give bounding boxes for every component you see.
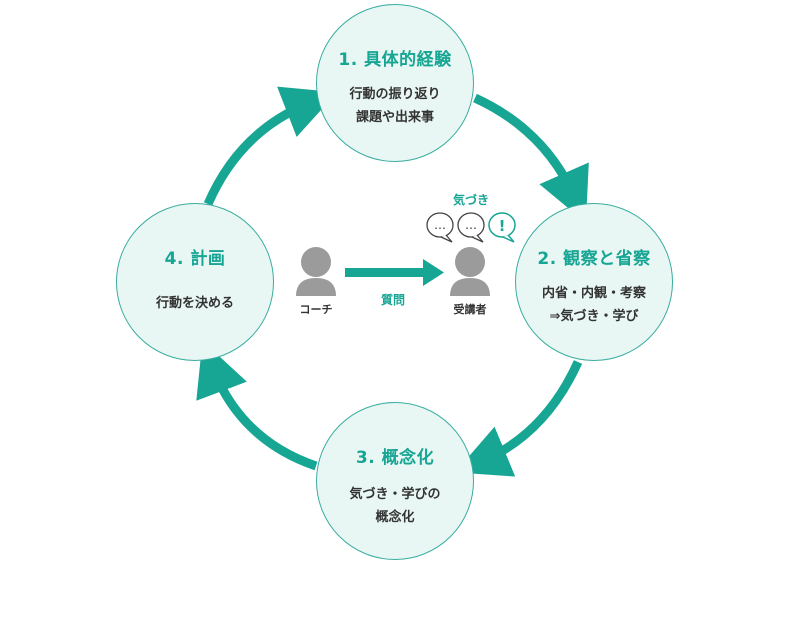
node-4-body: 行動を決める xyxy=(117,292,273,315)
node-1-line-2: 課題や出来事 xyxy=(355,110,434,125)
speech-bubble-exclaim: ! xyxy=(488,212,516,243)
insight-label: 気づき xyxy=(452,193,489,207)
node-3-line-2: 概念化 xyxy=(375,510,415,525)
node-2-title: 2. 観察と省察 xyxy=(537,249,651,269)
node-3-line-1: 気づき・学びの xyxy=(349,487,441,502)
node-conceptualization: 3. 概念化 気づき・学びの 概念化 xyxy=(316,402,474,560)
learner-label: 受講者 xyxy=(453,303,487,316)
node-2-line-1: 内省・内観・考察 xyxy=(541,286,646,301)
speech-bubble-2: … xyxy=(457,212,485,243)
speech-bubble-1: … xyxy=(426,212,454,243)
svg-text:!: ! xyxy=(499,217,506,235)
question-arrow xyxy=(345,259,444,286)
arrow-2-to-3 xyxy=(455,360,583,477)
node-observation-reflection: 2. 観察と省察 内省・内観・考察 ⇒気づき・学び xyxy=(515,203,673,361)
node-planning: 4. 計画 行動を決める xyxy=(116,203,274,361)
node-4-line-1: 行動を決める xyxy=(155,296,234,311)
learner-person-icon xyxy=(450,247,490,296)
arrow-3-to-4 xyxy=(196,340,318,471)
question-label: 質問 xyxy=(380,293,405,307)
node-1-title: 1. 具体的経験 xyxy=(338,50,452,70)
node-3-title: 3. 概念化 xyxy=(355,448,435,468)
node-concrete-experience: 1. 具体的経験 行動の振り返り 課題や出来事 xyxy=(316,4,474,162)
node-1-line-1: 行動の振り返り xyxy=(349,87,441,102)
coach-person-icon xyxy=(296,247,336,296)
node-2-body: 内省・内観・考察 ⇒気づき・学び xyxy=(516,282,672,328)
svg-text:…: … xyxy=(434,218,446,232)
node-4-title: 4. 計画 xyxy=(164,249,226,269)
coach-label: コーチ xyxy=(299,303,333,316)
node-3-body: 気づき・学びの 概念化 xyxy=(317,483,473,529)
svg-text:…: … xyxy=(465,218,477,232)
arrow-1-to-2 xyxy=(473,93,589,223)
arrow-4-to-1 xyxy=(203,86,338,206)
node-2-line-2: ⇒気づき・学び xyxy=(549,309,639,324)
node-1-body: 行動の振り返り 課題や出来事 xyxy=(317,83,473,129)
